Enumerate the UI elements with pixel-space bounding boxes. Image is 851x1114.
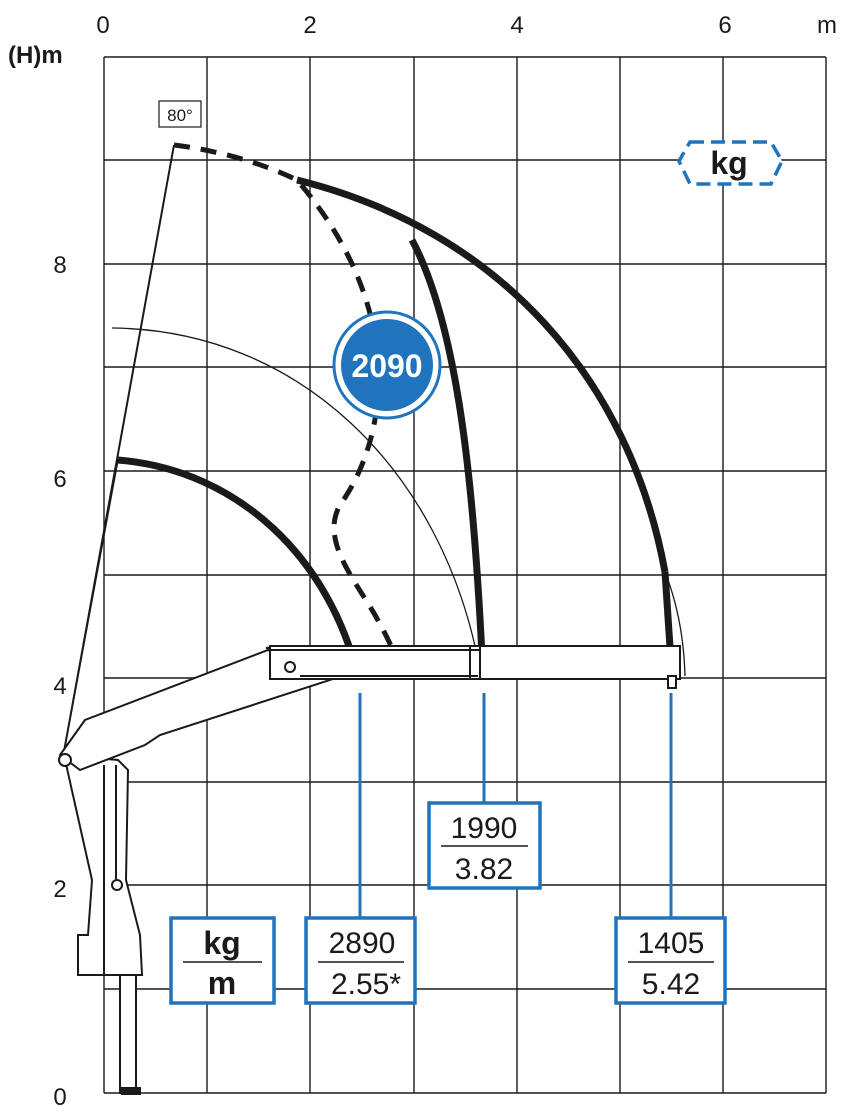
capacity-badge: 2090 [332,310,442,420]
x-tick-0: 0 [96,12,109,39]
load-box-outer: 1405 5.42 [614,916,727,1005]
boom-pivot [284,661,296,673]
dashed-envelope [173,142,405,681]
drop-lines [358,693,673,918]
legend-box: kg m [169,916,276,1005]
load-curve-middle [408,238,487,678]
load-kg-outer: 1405 [638,927,705,960]
y-unit-label: (H)m [8,42,63,69]
angle-box [158,100,202,128]
legend-kg: kg [203,925,240,961]
tip-line [62,459,119,758]
lower-pivot [111,879,123,891]
x-tick-4: 4 [510,12,523,39]
x-tick-2: 2 [303,12,316,39]
y-tick-4: 4 [53,673,66,700]
legend-m: m [208,965,236,1001]
x-unit-label: m [817,12,837,39]
crane-boom [58,644,681,772]
load-kg-inner: 2890 [329,927,396,960]
angle-label: 80° [167,106,193,125]
load-curve-inner [117,456,362,678]
load-box-inner: 2890 2.55* [304,916,417,1005]
badge-value: 2090 [351,348,422,384]
load-m-inner: 2.55* [331,968,401,1001]
load-m-outer: 5.42 [642,968,700,1001]
load-curve-outer-top [296,176,669,573]
capacity-kg-label: kg [710,145,747,181]
reference-arc [111,327,479,661]
main-pivot [58,753,72,767]
y-tick-8: 8 [53,252,66,279]
y-tick-2: 2 [53,876,66,903]
load-box-middle: 1990 3.82 [427,801,542,890]
load-m-middle: 3.82 [455,853,513,886]
crane-column [62,753,144,1095]
y-tick-0: 0 [53,1084,66,1111]
load-kg-middle: 1990 [451,812,518,845]
y-tick-6: 6 [53,466,66,493]
x-tick-6: 6 [718,12,731,39]
capacity-kg-icon: kg [677,140,784,186]
